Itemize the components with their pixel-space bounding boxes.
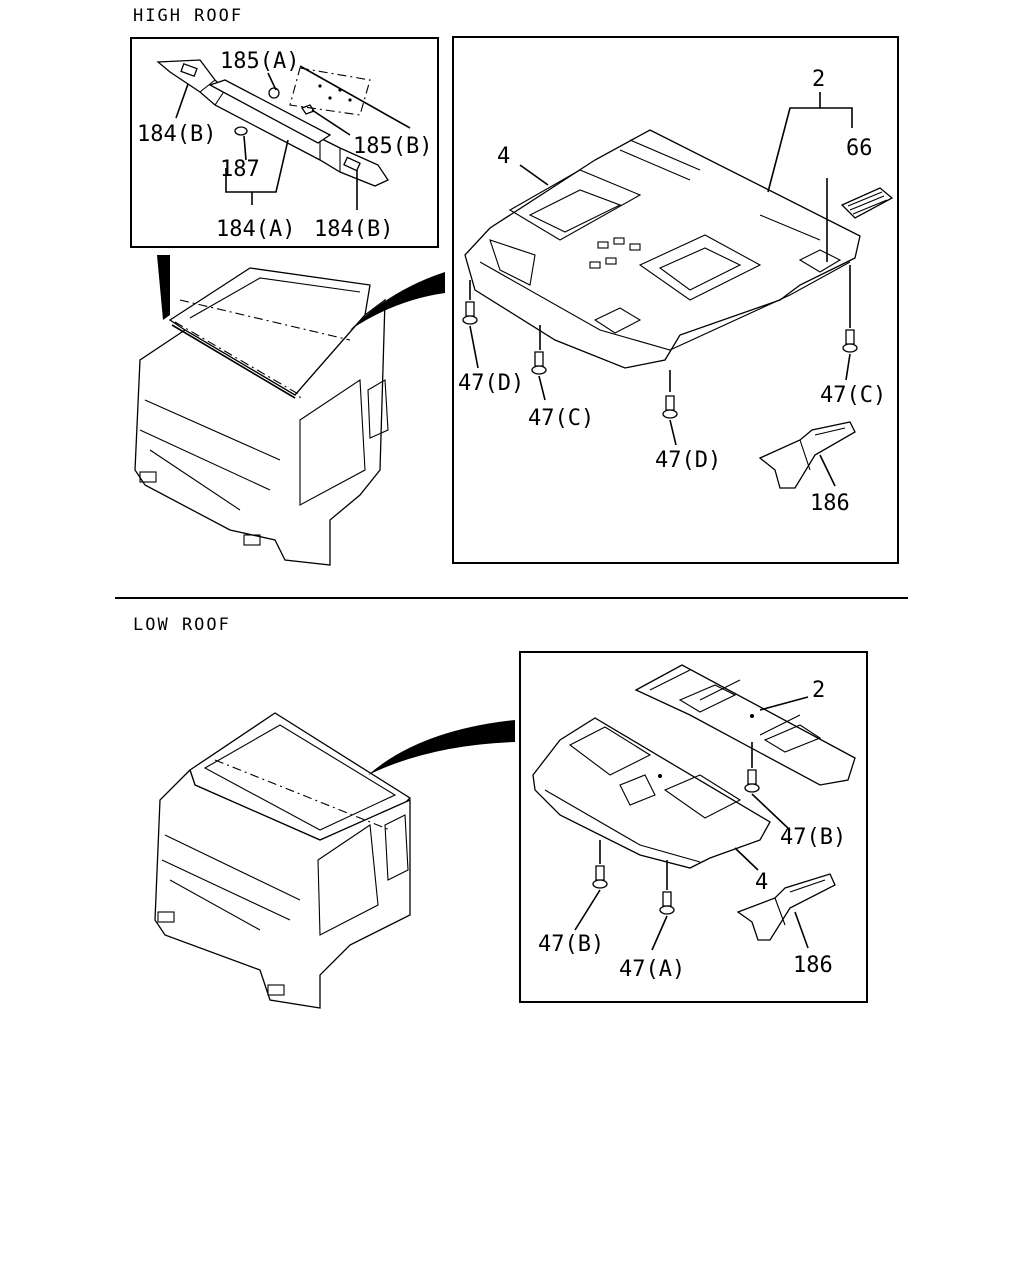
section-title-high-roof: HIGH ROOF	[133, 6, 243, 26]
callout-184b-left: 184(B)	[137, 122, 216, 147]
callout-47d-mid: 47(D)	[655, 448, 721, 473]
roof-lining-part-4-low	[532, 717, 771, 869]
callout-2-high: 2	[812, 67, 825, 92]
high-roof-panel-box: 2 66 4 47(D) 47(C) 47(D) 47(C) 186	[452, 36, 899, 564]
inset-grab-rail-box: 185(A) 184(B) 185(B) 187 184(A) 184(B)	[130, 37, 439, 248]
grab-rail-part	[156, 59, 389, 187]
high-roof-cab-illustration	[134, 267, 389, 566]
mounting-plate-dotted	[289, 67, 371, 116]
callout-185b: 185(B)	[353, 134, 432, 159]
low-roof-cab-illustration	[154, 712, 412, 1009]
screws-47-low	[592, 769, 760, 915]
callout-184b-right: 184(B)	[314, 217, 393, 242]
callout-47c-left: 47(C)	[528, 406, 594, 431]
clip-185b	[301, 104, 315, 115]
clip-185a	[268, 87, 280, 99]
callout-187: 187	[220, 157, 260, 182]
callout-4-high: 4	[497, 144, 510, 169]
callout-47b-left: 47(B)	[538, 932, 604, 957]
callout-47d-left: 47(D)	[458, 371, 524, 396]
corner-trim-part-186	[758, 421, 856, 489]
screws-47	[462, 301, 858, 419]
roof-panel-part-2-low	[634, 664, 856, 786]
callout-47c-right: 47(C)	[820, 383, 886, 408]
roof-pointer-arrow	[350, 272, 445, 330]
callout-186-high: 186	[810, 491, 850, 516]
callout-47b-right: 47(B)	[780, 825, 846, 850]
section-title-low-roof: LOW ROOF	[133, 615, 231, 635]
callout-185a: 185(A)	[220, 49, 299, 74]
callout-47a: 47(A)	[619, 957, 685, 982]
inset-pointer-arrow	[157, 255, 170, 320]
clip-187	[234, 126, 248, 136]
low-roof-panel-box: 2 47(B) 4 47(B) 47(A) 186	[519, 651, 868, 1003]
roof-lining-part-4	[464, 129, 861, 369]
callout-66: 66	[846, 136, 873, 161]
vent-part-66	[840, 187, 894, 219]
callout-4-low: 4	[755, 870, 768, 895]
callout-184a: 184(A)	[216, 217, 295, 242]
low-roof-pointer-arrow	[368, 720, 515, 775]
callout-2-low: 2	[812, 678, 825, 703]
corner-trim-part-186-low	[736, 873, 836, 941]
callout-186-low: 186	[793, 953, 833, 978]
